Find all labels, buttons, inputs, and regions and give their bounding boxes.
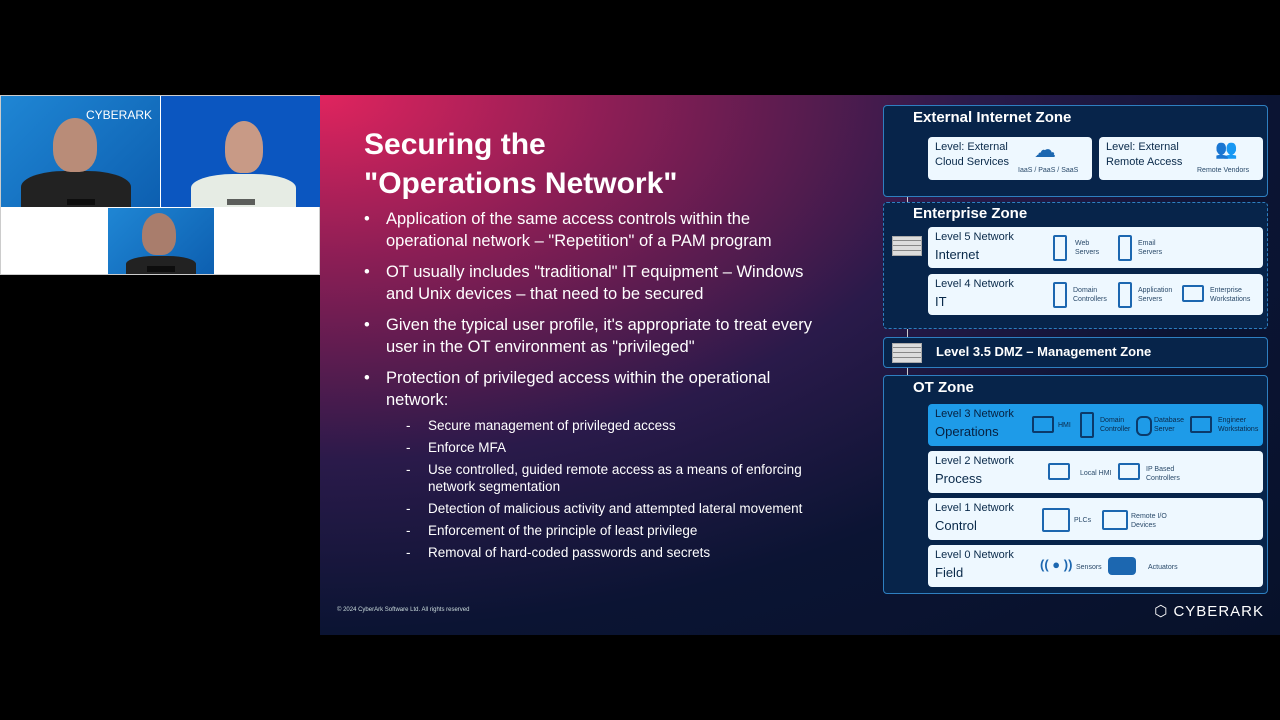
level-label: Level 2 Network bbox=[935, 455, 1014, 467]
participant-name bbox=[147, 266, 175, 272]
item-label: IP Based Controllers bbox=[1146, 466, 1180, 482]
item-label: HMI bbox=[1058, 422, 1071, 429]
ot-zone: OT Zone Level 3 Network Operations HMI D… bbox=[883, 375, 1268, 594]
firewall-icon bbox=[892, 343, 922, 363]
video-participants-panel: CYBERARK bbox=[0, 95, 320, 275]
level-name: Remote Access bbox=[1106, 156, 1183, 168]
item-label: Remote I/O Devices bbox=[1131, 513, 1167, 529]
item-label: Sensors bbox=[1076, 564, 1102, 571]
level-0-row: Level 0 Network Field (( ● )) Sensors Ac… bbox=[928, 545, 1263, 587]
item-label: Application Servers bbox=[1138, 287, 1173, 303]
level-label: Level 1 Network bbox=[935, 502, 1014, 514]
cyberark-logo: ⬡ CYBERARK bbox=[1154, 602, 1264, 620]
enterprise-zone: Enterprise Zone Level 5 Network Internet… bbox=[883, 202, 1268, 329]
caption: Remote Vendors bbox=[1197, 167, 1250, 174]
level-label: Level: External bbox=[935, 141, 1008, 153]
bullet: OT usually includes "traditional" IT equ… bbox=[364, 261, 834, 305]
item-label: Domain Controllers bbox=[1073, 287, 1107, 303]
level-name: Field bbox=[935, 565, 964, 580]
level-label: Level 5 Network bbox=[935, 231, 1014, 243]
item-label: Engineer Workstations bbox=[1218, 417, 1259, 433]
hmi-icon bbox=[1048, 463, 1070, 480]
dmz-management-zone: Level 3.5 DMZ – Management Zone bbox=[883, 337, 1268, 368]
item-label: Enterprise Workstations bbox=[1210, 287, 1251, 303]
database-icon bbox=[1136, 416, 1152, 436]
logo-icon: ⬡ bbox=[1154, 603, 1174, 620]
zone-title: OT Zone bbox=[913, 379, 974, 396]
server-icon bbox=[1080, 412, 1094, 438]
level-name: Control bbox=[935, 518, 977, 533]
brand-backdrop: CYBERARK bbox=[86, 108, 153, 122]
zone-title: External Internet Zone bbox=[913, 109, 1072, 126]
level-2-row: Level 2 Network Process Local HMI IP Bas… bbox=[928, 451, 1263, 493]
bullet: Protection of privileged access within t… bbox=[364, 367, 834, 561]
participant-tile-1[interactable]: CYBERARK bbox=[1, 96, 160, 207]
server-icon bbox=[1118, 282, 1132, 308]
presentation-slide: Securing the "Operations Network" Applic… bbox=[320, 95, 1280, 635]
server-icon bbox=[1053, 282, 1067, 308]
sub-bullet: Detection of malicious activity and atte… bbox=[406, 500, 834, 517]
level-label: Level 0 Network bbox=[935, 549, 1014, 561]
level-4-row: Level 4 Network IT Domain Controllers Ap… bbox=[928, 274, 1263, 315]
item-label: Email Servers bbox=[1138, 240, 1163, 256]
level-3-row: Level 3 Network Operations HMI Domain Co… bbox=[928, 404, 1263, 446]
level-name: IT bbox=[935, 294, 947, 309]
level-label: Level 4 Network bbox=[935, 278, 1014, 290]
item-label: PLCs bbox=[1074, 517, 1092, 524]
laptop-icon bbox=[1190, 416, 1212, 433]
level-1-row: Level 1 Network Control PLCs Remote I/O … bbox=[928, 498, 1263, 540]
level-label: Level 3 Network bbox=[935, 408, 1014, 420]
sub-bullet: Enforcement of the principle of least pr… bbox=[406, 522, 834, 539]
server-icon bbox=[1053, 235, 1067, 261]
plc-icon bbox=[1042, 508, 1070, 532]
server-icon bbox=[1118, 235, 1132, 261]
participant-tile-2[interactable] bbox=[161, 96, 320, 207]
bullet: Application of the same access controls … bbox=[364, 208, 834, 252]
caption: IaaS / PaaS / SaaS bbox=[1018, 167, 1079, 174]
firewall-icon bbox=[892, 236, 922, 256]
users-icon: 👥 bbox=[1215, 139, 1238, 159]
remote-access-box: Level: External Remote Access 👥 Remote V… bbox=[1099, 137, 1263, 180]
participant-tile-3[interactable] bbox=[108, 208, 214, 274]
item-label: Local HMI bbox=[1080, 470, 1112, 477]
controller-icon bbox=[1118, 463, 1140, 480]
sub-bullet-list: Secure management of privileged access E… bbox=[386, 417, 834, 561]
zone-title: Level 3.5 DMZ – Management Zone bbox=[936, 344, 1152, 359]
sub-bullet: Secure management of privileged access bbox=[406, 417, 834, 434]
item-label: Web Servers bbox=[1075, 240, 1100, 256]
zone-title: Enterprise Zone bbox=[913, 205, 1028, 222]
sensor-icon: (( ● )) bbox=[1040, 557, 1073, 572]
title-line: "Operations Network" bbox=[364, 167, 678, 200]
level-name: Process bbox=[935, 471, 982, 486]
external-internet-zone: External Internet Zone Level: External C… bbox=[883, 105, 1268, 197]
copyright: © 2024 CyberArk Software Ltd. All rights… bbox=[337, 607, 470, 613]
bullet: Given the typical user profile, it's app… bbox=[364, 314, 834, 358]
laptop-icon bbox=[1182, 285, 1204, 302]
slide-title: Securing the "Operations Network" bbox=[364, 125, 678, 203]
level-name: Internet bbox=[935, 247, 980, 262]
cloud-icon: ☁ bbox=[1034, 137, 1056, 162]
sub-bullet: Use controlled, guided remote access as … bbox=[406, 461, 834, 495]
bullet-text: Protection of privileged access within t… bbox=[386, 369, 771, 409]
logo-text: CYBERARK bbox=[1173, 603, 1264, 620]
level-name: Operations bbox=[935, 424, 999, 439]
motor-icon bbox=[1108, 557, 1136, 575]
item-label: Database Server bbox=[1154, 417, 1184, 433]
item-label: Domain Controller bbox=[1100, 417, 1131, 433]
sub-bullet: Enforce MFA bbox=[406, 439, 834, 456]
level-name: Cloud Services bbox=[935, 156, 1009, 168]
participant-name bbox=[226, 199, 255, 205]
cloud-services-box: Level: External Cloud Services ☁ IaaS / … bbox=[928, 137, 1092, 180]
remote-io-icon bbox=[1102, 510, 1128, 530]
item-label: Actuators bbox=[1148, 564, 1178, 571]
participant-name bbox=[66, 199, 95, 205]
sub-bullet: Removal of hard-coded passwords and secr… bbox=[406, 544, 834, 561]
hmi-icon bbox=[1032, 416, 1054, 433]
bullet-list: Application of the same access controls … bbox=[364, 208, 834, 570]
level-label: Level: External bbox=[1106, 141, 1179, 153]
level-5-row: Level 5 Network Internet Web Servers Ema… bbox=[928, 227, 1263, 268]
title-line: Securing the bbox=[364, 128, 546, 161]
